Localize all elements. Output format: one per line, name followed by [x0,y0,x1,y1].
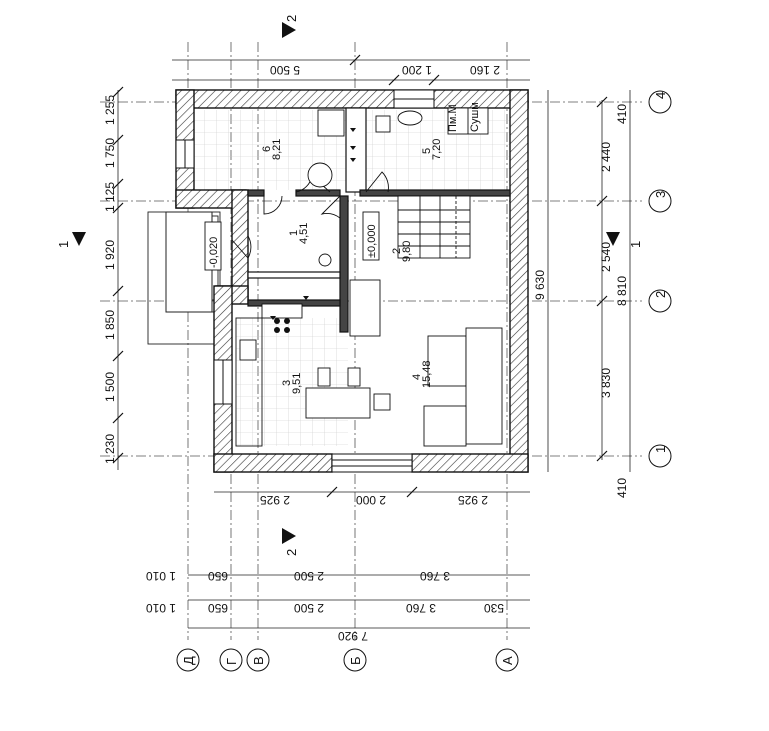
chain1-dim-1: 1 010 [146,569,176,583]
dimension-ticks [112,54,608,498]
chain2-dim-2: 650 [208,601,228,615]
right-dimensions: 2 440 2 540 3 830 410 8 810 410 9 630 [533,104,629,498]
bottom-dim-1: 2 925 [260,493,290,507]
interior-walls [247,107,511,333]
axis-bubbles-numbers [648,90,672,468]
doors [231,171,389,259]
axis-a: А [500,656,515,665]
right-dim-3: 3 830 [599,368,613,398]
chain2-dim-3: 2 500 [294,601,324,615]
left-dim-1: 1 255 [103,95,117,125]
room-4-number: 4 [411,374,423,380]
room-2-number: 2 [391,248,403,254]
axis-number-labels: 4 3 2 1 [653,92,668,453]
room-6-area: 8,21 [271,139,283,160]
right-outer-3: 410 [615,478,629,498]
room-5-area: 7,20 [431,139,443,160]
section-top-label: 2 [284,15,299,22]
bottom-chain-2: 1 010 650 2 500 3 760 530 [146,601,504,615]
dryer-label: Сушм [469,102,481,132]
left-dimensions: 1 255 1 750 1 125 1 920 1 850 1 500 1 23… [103,95,117,464]
axis-v: В [251,656,266,665]
room-4-area: 15,48 [421,360,433,388]
room-6-number: 6 [261,146,273,152]
bottom-dim-3: 2 925 [458,493,488,507]
top-dimensions: 5 500 1 200 2 160 [270,63,500,77]
left-dim-3: 1 125 [103,182,117,212]
dimension-lines [117,59,631,629]
room-3-area: 9,51 [291,373,303,394]
floor-level: ±0,000 [366,224,378,258]
washer-label: Пм.М [447,104,459,132]
axis-2: 2 [653,291,668,298]
hob-burners [270,128,356,333]
axis-1: 1 [653,446,668,453]
left-dim-5: 1 850 [103,310,117,340]
axis-3: 3 [653,191,668,198]
room-5-number: 5 [421,148,433,154]
axis-b: Б [348,656,363,665]
section-left-label: 1 [56,241,71,248]
right-outer-2: 8 810 [615,276,629,306]
room-labels: 6 8,21 5 7,20 1 4,51 2 9,80 3 9,51 4 15,… [261,139,443,394]
axis-4: 4 [653,92,668,99]
top-dim-3: 2 160 [470,63,500,77]
left-dim-6: 1 500 [103,372,117,402]
right-overall: 9 630 [533,270,547,300]
chain1-dim-2: 650 [208,569,228,583]
axis-letter-labels: Д Г В Б А [181,656,515,665]
room-3-number: 3 [281,380,293,386]
left-dim-7: 1 230 [103,434,117,464]
shower-tray [307,162,333,188]
bottom-overall: 7 920 [338,629,368,643]
axis-bubbles-letters [176,648,519,672]
chain1-dim-4: 3 760 [420,569,450,583]
porch-level: -0,020 [208,237,220,268]
chain2-dim-5: 530 [484,601,504,615]
bottom-dim-2: 2 000 [356,493,386,507]
left-dim-4: 1 920 [103,240,117,270]
washbasin [397,110,423,126]
right-dim-2: 2 540 [599,242,613,272]
room-1-number: 1 [288,230,300,236]
chain2-dim-1: 1 010 [146,601,176,615]
section-markers [72,22,620,544]
chain2-dim-4: 3 760 [406,601,436,615]
fixtures [235,107,503,447]
section-bottom-label: 2 [284,549,299,556]
staircase [397,195,471,259]
top-dim-2: 1 200 [402,63,432,77]
bottom-dimensions: 2 925 2 000 2 925 [260,493,488,507]
bottom-chain-1: 1 010 650 2 500 3 760 [146,569,450,583]
right-outer-1: 410 [615,104,629,124]
axis-d: Д [181,656,196,665]
chain1-dim-3: 2 500 [294,569,324,583]
windows [175,89,435,473]
room-1-area: 4,51 [298,223,310,244]
right-dim-1: 2 440 [599,142,613,172]
section-right-label: 1 [628,241,643,248]
left-dim-2: 1 750 [103,138,117,168]
porch-platform [165,211,213,313]
axis-g: Г [224,658,239,665]
level-marks: ±0,000 -0,020 [204,211,380,271]
top-dim-1: 5 500 [270,63,300,77]
room-2-area: 9,80 [401,241,413,262]
